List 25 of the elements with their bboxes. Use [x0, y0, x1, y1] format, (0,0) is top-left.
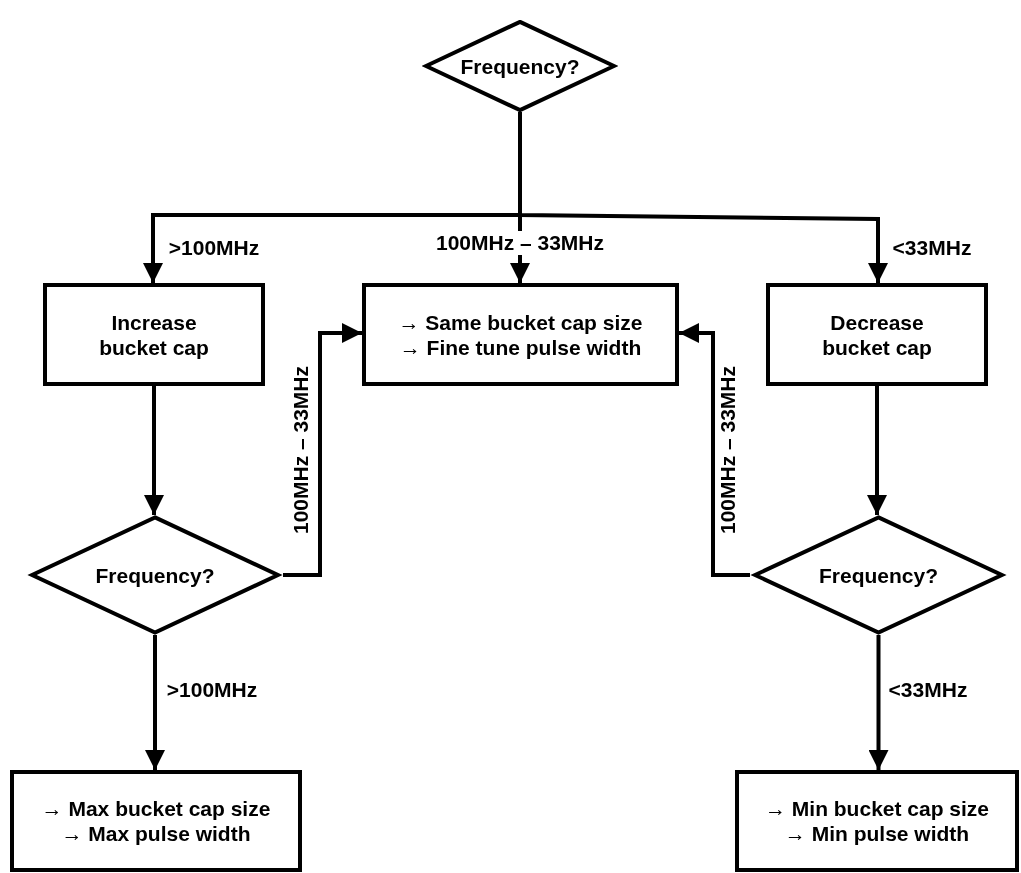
node-text: → Same bucket cap size	[398, 309, 643, 335]
decision-diamond	[27, 515, 283, 635]
decision-diamond	[422, 20, 618, 112]
process-box	[766, 283, 988, 386]
arrow	[867, 386, 887, 515]
node-text: Increase bucket cap	[98, 309, 210, 360]
decision-diamond	[750, 515, 1007, 635]
arrow	[679, 323, 750, 577]
process-box	[735, 770, 1019, 872]
node-text: → Fine tune pulse width	[399, 334, 642, 360]
node-text: Frequency?	[95, 562, 215, 588]
process-box	[362, 283, 679, 386]
arrow	[283, 323, 362, 577]
arrow	[868, 635, 889, 770]
node-text: Decrease bucket cap	[821, 309, 933, 360]
process-box	[43, 283, 265, 386]
process-box	[10, 770, 302, 872]
node-text: → Max pulse width	[61, 821, 251, 846]
node-text: → Max bucket cap size	[41, 796, 271, 821]
node-text: Frequency?	[819, 562, 938, 588]
node-text: → Min bucket cap size	[764, 796, 990, 821]
node-text: Frequency?	[460, 53, 580, 79]
arrow	[145, 635, 165, 770]
node-text: → Min pulse width	[784, 821, 970, 846]
arrow	[144, 386, 164, 515]
